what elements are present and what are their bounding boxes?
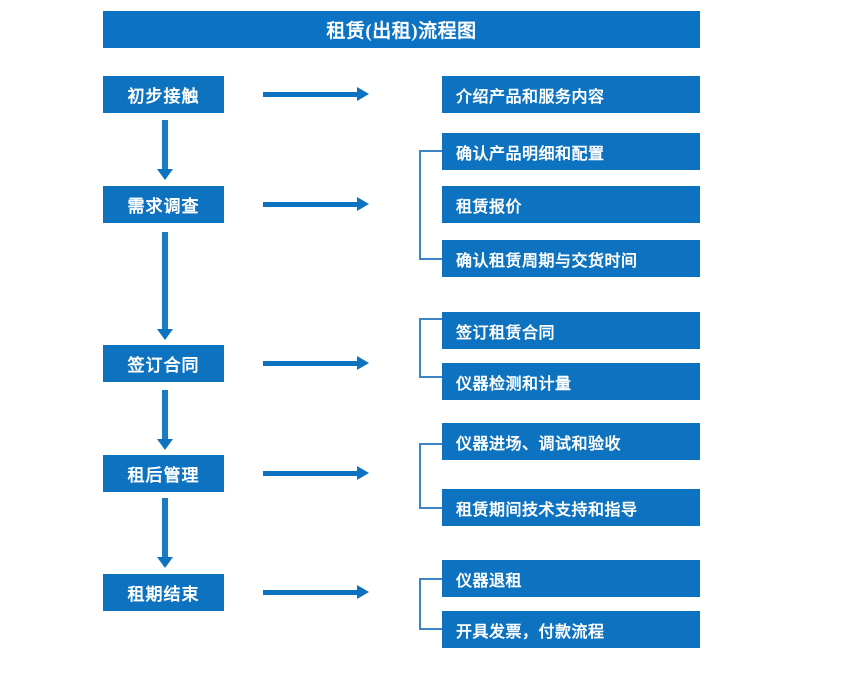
detail-box-10[interactable]: 开具发票，付款流程 bbox=[442, 611, 700, 648]
detail-box-7[interactable]: 仪器进场、调试和验收 bbox=[442, 423, 700, 460]
horizontal-arrow-3 bbox=[263, 356, 369, 370]
bracket-connector-4 bbox=[419, 578, 442, 630]
arrow-shaft bbox=[263, 92, 358, 97]
arrow-shaft bbox=[263, 202, 358, 207]
bracket-stub-bottom bbox=[419, 258, 442, 260]
vertical-arrow-4 bbox=[157, 498, 173, 568]
bracket-stub-bottom bbox=[419, 376, 442, 378]
vertical-arrow-2 bbox=[157, 232, 173, 340]
detail-box-4[interactable]: 确认租赁周期与交货时间 bbox=[442, 240, 700, 277]
bracket-stub-bottom bbox=[419, 507, 442, 509]
detail-box-2[interactable]: 确认产品明细和配置 bbox=[442, 133, 700, 170]
bracket-stub-bottom bbox=[419, 628, 442, 630]
bracket-stub-top bbox=[419, 318, 442, 320]
bracket-stub-top bbox=[419, 443, 442, 445]
page-title: 租赁(出租)流程图 bbox=[103, 11, 700, 48]
arrow-head-icon bbox=[157, 169, 173, 180]
bracket-spine bbox=[419, 318, 421, 378]
arrow-head-icon bbox=[357, 87, 369, 101]
arrow-shaft bbox=[263, 361, 358, 366]
horizontal-arrow-2 bbox=[263, 197, 369, 211]
arrow-shaft bbox=[162, 232, 168, 329]
arrow-shaft bbox=[162, 390, 168, 439]
arrow-head-icon bbox=[357, 356, 369, 370]
detail-box-5[interactable]: 签订租赁合同 bbox=[442, 312, 700, 349]
detail-box-9[interactable]: 仪器退租 bbox=[442, 560, 700, 597]
detail-box-1[interactable]: 介绍产品和服务内容 bbox=[442, 76, 700, 113]
arrow-head-icon bbox=[157, 329, 173, 340]
arrow-head-icon bbox=[357, 585, 369, 599]
stage-box-3[interactable]: 签订合同 bbox=[103, 345, 224, 382]
horizontal-arrow-1 bbox=[263, 87, 369, 101]
stage-box-5[interactable]: 租期结束 bbox=[103, 574, 224, 611]
horizontal-arrow-4 bbox=[263, 466, 369, 480]
bracket-stub-top bbox=[419, 150, 442, 152]
stage-box-2[interactable]: 需求调查 bbox=[103, 186, 224, 223]
bracket-connector-1 bbox=[419, 150, 442, 260]
bracket-stub-top bbox=[419, 578, 442, 580]
bracket-spine bbox=[419, 443, 421, 509]
arrow-head-icon bbox=[357, 197, 369, 211]
arrow-head-icon bbox=[157, 439, 173, 450]
stage-box-4[interactable]: 租后管理 bbox=[103, 455, 224, 492]
vertical-arrow-3 bbox=[157, 390, 173, 450]
stage-box-1[interactable]: 初步接触 bbox=[103, 76, 224, 113]
detail-box-8[interactable]: 租赁期间技术支持和指导 bbox=[442, 489, 700, 526]
bracket-spine bbox=[419, 150, 421, 260]
arrow-shaft bbox=[263, 471, 358, 476]
bracket-connector-2 bbox=[419, 318, 442, 378]
vertical-arrow-1 bbox=[157, 120, 173, 180]
arrow-shaft bbox=[162, 498, 168, 557]
arrow-head-icon bbox=[357, 466, 369, 480]
detail-box-6[interactable]: 仪器检测和计量 bbox=[442, 363, 700, 400]
detail-box-3[interactable]: 租赁报价 bbox=[442, 186, 700, 223]
arrow-shaft bbox=[162, 120, 168, 169]
bracket-connector-3 bbox=[419, 443, 442, 509]
horizontal-arrow-5 bbox=[263, 585, 369, 599]
arrow-head-icon bbox=[157, 557, 173, 568]
bracket-spine bbox=[419, 578, 421, 630]
arrow-shaft bbox=[263, 590, 358, 595]
